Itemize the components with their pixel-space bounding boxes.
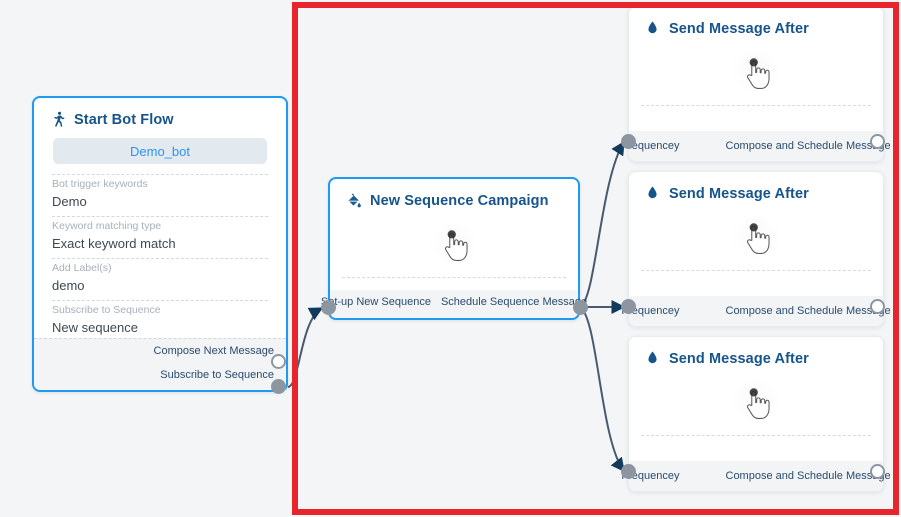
node-send-message-after-3[interactable]: Send Message After Frequencey Compose an… (621, 336, 891, 492)
node-footer: Frequencey Compose and Schedule Message (621, 461, 891, 491)
node-title-text: Send Message After (669, 20, 809, 37)
node-placeholder-area[interactable] (629, 373, 883, 435)
output-row-compose-next-message[interactable]: Compose Next Message (34, 339, 286, 363)
node-footer: Compose Next Message Subscribe to Sequen… (34, 338, 286, 390)
field-add-labels[interactable]: Add Label(s) demo (52, 259, 268, 301)
output-label: Subscribe to Sequence (160, 369, 274, 381)
node-footer: Frequencey Compose and Schedule Message (621, 131, 891, 161)
water-drop-icon (645, 185, 662, 202)
node-header: Send Message After (629, 172, 883, 208)
field-label: Add Label(s) (52, 262, 112, 274)
output-label: Compose Next Message (153, 345, 274, 357)
node-placeholder-area[interactable] (330, 215, 578, 277)
port-compose-and-schedule-message-3[interactable] (870, 464, 885, 479)
field-label: Bot trigger keywords (52, 178, 148, 190)
output-label: Schedule Sequence Message (440, 296, 588, 308)
field-list: Bot trigger keywords Demo Keyword matchi… (52, 174, 268, 343)
node-title-text: Send Message After (669, 350, 809, 367)
node-divider (342, 277, 566, 278)
field-subscribe-to-sequence[interactable]: Subscribe to Sequence New sequence (52, 301, 268, 343)
field-value: Demo (52, 194, 87, 209)
port-label-row: Frequencey Compose and Schedule Message (621, 461, 890, 491)
output-row-subscribe-to-sequence[interactable]: Subscribe to Sequence (34, 363, 286, 387)
port-subscribe-to-sequence[interactable] (271, 379, 286, 394)
node-header: New Sequence Campaign (330, 179, 578, 215)
port-label-row: Set-up New Sequence Schedule Sequence Me… (321, 290, 587, 314)
port-frequencey-3[interactable] (621, 464, 636, 479)
node-divider (641, 105, 871, 106)
node-new-sequence-campaign[interactable]: New Sequence Campaign Set-up New Sequenc… (321, 177, 587, 320)
input-label: Frequencey (621, 470, 680, 482)
paint-bucket-icon (346, 192, 363, 209)
edge-subscribe-to-setup (287, 307, 324, 388)
port-frequencey-1[interactable] (621, 134, 636, 149)
port-compose-and-schedule-message-2[interactable] (870, 299, 885, 314)
node-footer: Frequencey Compose and Schedule Message (621, 296, 891, 326)
node-header: Send Message After (629, 7, 883, 43)
input-label: Set-up New Sequence (320, 296, 431, 308)
node-header: Start Bot Flow (34, 98, 286, 134)
port-label-row: Frequencey Compose and Schedule Message (621, 296, 890, 326)
output-label: Compose and Schedule Message (725, 470, 891, 482)
port-compose-next-message[interactable] (271, 354, 286, 369)
pointing-hand-cursor-icon (733, 216, 779, 262)
field-label: Subscribe to Sequence (52, 304, 161, 316)
running-person-icon (50, 111, 67, 128)
port-compose-and-schedule-message-1[interactable] (870, 134, 885, 149)
output-label: Compose and Schedule Message (725, 305, 891, 317)
input-label: Frequencey (621, 305, 680, 317)
field-label: Keyword matching type (52, 220, 162, 232)
node-title-text: New Sequence Campaign (370, 192, 549, 209)
node-divider (641, 435, 871, 436)
edge-schedule-to-card1 (579, 140, 625, 308)
node-title-text: Start Bot Flow (74, 111, 174, 128)
input-label: Frequencey (621, 140, 680, 152)
node-divider (641, 270, 871, 271)
node-title-text: Send Message After (669, 185, 809, 202)
port-schedule-sequence-message[interactable] (573, 300, 588, 315)
port-setup-new-sequence[interactable] (321, 300, 336, 315)
edge-schedule-to-card3 (579, 306, 625, 473)
bot-pill-button[interactable]: Demo_bot (53, 138, 267, 164)
node-send-message-after-1[interactable]: Send Message After Frequencey Compose an… (621, 6, 891, 162)
water-drop-icon (645, 20, 662, 37)
node-send-message-after-2[interactable]: Send Message After Frequencey Compose an… (621, 171, 891, 327)
water-drop-icon (645, 350, 662, 367)
pointing-hand-cursor-icon (733, 381, 779, 427)
field-value: New sequence (52, 320, 138, 335)
field-bot-trigger-keywords[interactable]: Bot trigger keywords Demo (52, 174, 268, 217)
node-footer: Set-up New Sequence Schedule Sequence Me… (321, 290, 587, 318)
pointing-hand-cursor-icon (431, 223, 477, 269)
node-body: Demo_bot Bot trigger keywords Demo Keywo… (34, 138, 286, 343)
node-start-bot-flow[interactable]: Start Bot Flow Demo_bot Bot trigger keyw… (32, 96, 288, 392)
field-keyword-matching-type[interactable]: Keyword matching type Exact keyword matc… (52, 217, 268, 259)
field-value: demo (52, 278, 85, 293)
node-header: Send Message After (629, 337, 883, 373)
port-frequencey-2[interactable] (621, 299, 636, 314)
node-placeholder-area[interactable] (629, 43, 883, 105)
port-label-row: Frequencey Compose and Schedule Message (621, 131, 890, 161)
output-label: Compose and Schedule Message (725, 140, 891, 152)
node-placeholder-area[interactable] (629, 208, 883, 270)
field-value: Exact keyword match (52, 236, 176, 251)
pointing-hand-cursor-icon (733, 51, 779, 97)
